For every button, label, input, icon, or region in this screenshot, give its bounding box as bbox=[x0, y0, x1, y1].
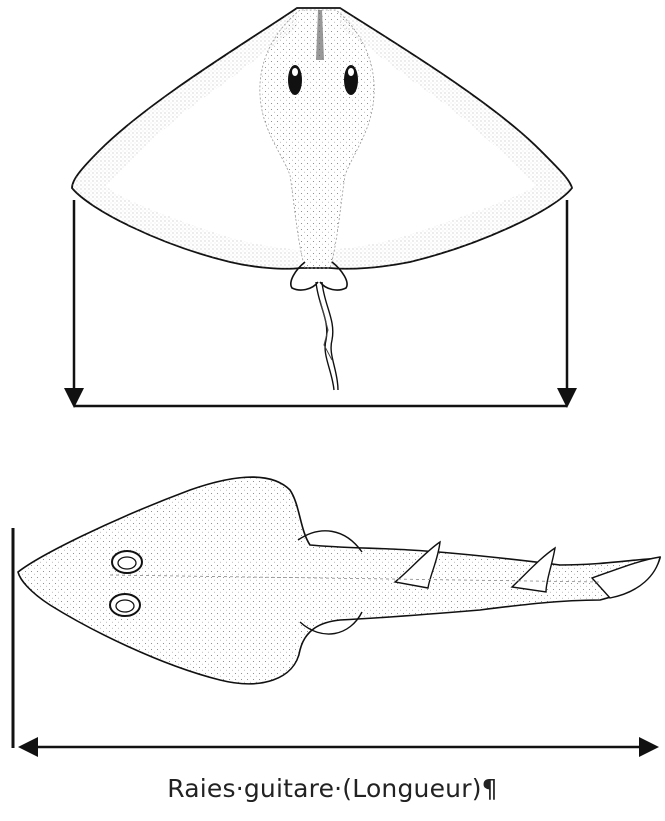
guitarfish-bottom-eye bbox=[110, 594, 140, 616]
ray-illustration bbox=[72, 8, 572, 390]
figure-caption: Raies·guitare·(Longueur)¶ bbox=[0, 774, 665, 803]
guitarfish-body bbox=[18, 477, 660, 684]
guitarfish-top-eye bbox=[112, 551, 142, 573]
guitarfish-illustration bbox=[18, 477, 660, 684]
ray-tail bbox=[316, 282, 338, 390]
